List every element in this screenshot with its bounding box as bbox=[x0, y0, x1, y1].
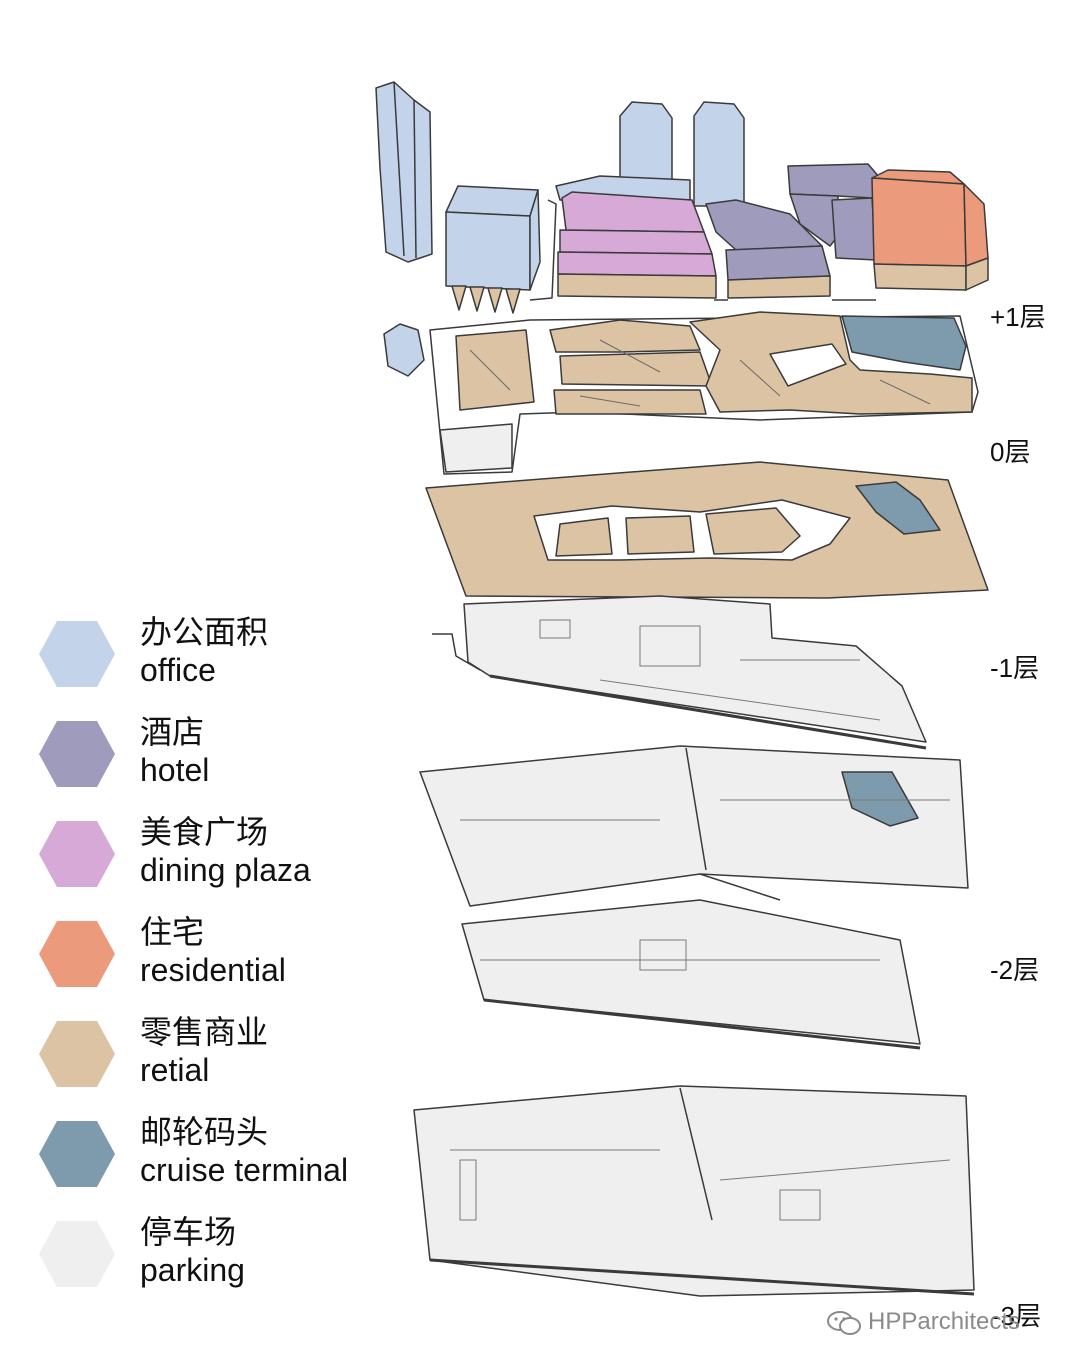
floor-m2-parking-bottom bbox=[461, 899, 921, 1045]
floor-m2-parking-top bbox=[419, 745, 969, 907]
hotel-right-low bbox=[831, 197, 877, 261]
hotel-right-front bbox=[789, 193, 839, 247]
office-tower-twisted bbox=[375, 81, 433, 263]
hotel-right-top bbox=[787, 163, 881, 199]
wechat-icon bbox=[827, 1310, 861, 1335]
hotel-mid-front bbox=[725, 245, 831, 281]
floor-label-minus-3: -3层 bbox=[992, 1301, 1042, 1331]
legend-swatch-office bbox=[39, 621, 115, 687]
dining-base bbox=[557, 273, 717, 299]
floor-label-0: 0层 bbox=[990, 437, 1031, 467]
podium-columns bbox=[451, 285, 521, 314]
dining-upper bbox=[559, 229, 713, 255]
legend-label-en: office bbox=[140, 652, 216, 688]
legend-label-en: retial bbox=[140, 1052, 210, 1088]
dining-front bbox=[557, 251, 717, 277]
office-podium-side bbox=[529, 189, 541, 291]
legend-label-en: residential bbox=[140, 952, 286, 988]
legend-label-zh: 邮轮码头 bbox=[140, 1114, 269, 1150]
legend-swatch-dining bbox=[39, 821, 115, 887]
watermark: HPParchitects bbox=[826, 1308, 1020, 1337]
hotel-mid-base bbox=[727, 275, 831, 299]
floor-0-parking-ramp bbox=[439, 423, 513, 473]
floor-0-retail-mid-low bbox=[553, 389, 707, 415]
floor-label-minus-1: -1层 bbox=[990, 653, 1040, 683]
floor-0-cruise bbox=[841, 315, 967, 371]
floor-minus-1 bbox=[425, 461, 989, 750]
legend-swatch-cruise bbox=[39, 1121, 115, 1187]
legend-label-en: cruise terminal bbox=[140, 1152, 349, 1188]
legend-label-zh: 酒店 bbox=[140, 714, 205, 750]
floor-0-retail-left bbox=[455, 329, 535, 411]
legend-swatch-residential bbox=[39, 921, 115, 987]
floor-m2-cruise bbox=[841, 771, 919, 827]
legend-label-zh: 办公面积 bbox=[140, 614, 269, 650]
legend-label-zh: 美食广场 bbox=[140, 814, 269, 850]
legend-label-en: hotel bbox=[140, 752, 210, 788]
residential-side bbox=[963, 183, 989, 267]
watermark-text: HPParchitects bbox=[868, 1308, 1021, 1335]
legend-label-zh: 住宅 bbox=[140, 914, 205, 950]
office-podium-top bbox=[445, 185, 539, 217]
legend-swatch-parking bbox=[39, 1221, 115, 1287]
legend-swatch-retail bbox=[39, 1021, 115, 1087]
legend-label-zh: 停车场 bbox=[140, 1214, 237, 1250]
dining-top bbox=[561, 191, 705, 233]
legend-label-en: dining plaza bbox=[140, 852, 311, 888]
building-masses bbox=[375, 81, 989, 314]
office-lobby-piece bbox=[383, 323, 425, 377]
floor-0-retail-mid bbox=[559, 351, 713, 387]
floor-minus-3 bbox=[413, 1085, 975, 1297]
floor-0-retail-mid-top bbox=[549, 319, 701, 353]
floor-m1-cruise bbox=[855, 481, 941, 535]
floor-label-plus-1: +1层 bbox=[990, 302, 1046, 332]
legend-label-en: parking bbox=[140, 1252, 245, 1288]
floor-label-minus-2: -2层 bbox=[990, 955, 1040, 985]
floor-0 bbox=[383, 311, 979, 475]
office-podium-front bbox=[445, 211, 531, 291]
legend-label-zh: 零售商业 bbox=[140, 1014, 269, 1050]
floor-minus-2 bbox=[419, 745, 969, 1050]
floor-m1-parking bbox=[463, 595, 927, 743]
residential-base bbox=[873, 263, 967, 291]
legend-swatch-hotel bbox=[39, 721, 115, 787]
residential-front bbox=[871, 177, 967, 267]
office-tower-b bbox=[693, 101, 745, 207]
